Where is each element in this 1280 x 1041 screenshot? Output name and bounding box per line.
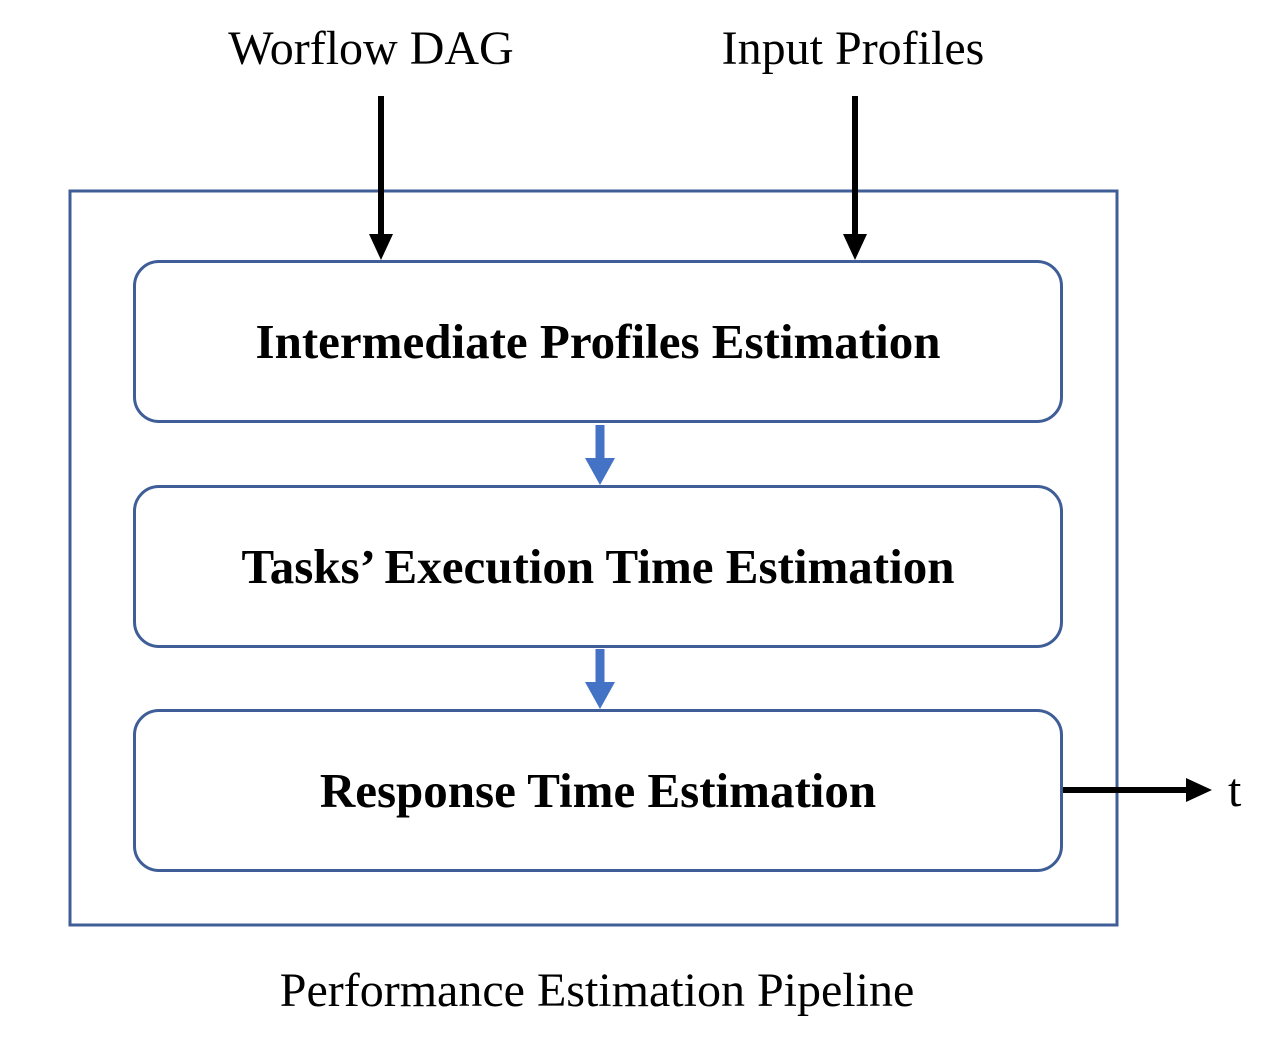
input-profiles-label: Input Profiles	[721, 22, 985, 75]
workflow-dag-label: Worflow DAG	[228, 22, 514, 75]
input-profiles-arrow	[843, 96, 867, 260]
output-arrow	[1063, 778, 1212, 802]
workflow-dag-arrow	[369, 96, 393, 260]
stage-arrow-1-to-2	[585, 425, 615, 485]
pipeline-container	[68, 189, 1119, 927]
stage-box-execution-time: Tasks’ Execution Time Estimation	[133, 485, 1063, 648]
stage-arrow-2-to-3	[585, 649, 615, 709]
stage-label: Response Time Estimation	[319, 763, 877, 818]
pipeline-caption: Performance Estimation Pipeline	[279, 964, 915, 1017]
stage-box-intermediate-profiles: Intermediate Profiles Estimation	[133, 260, 1063, 423]
stage-label: Intermediate Profiles Estimation	[255, 314, 941, 369]
stage-label: Tasks’ Execution Time Estimation	[241, 539, 955, 594]
stage-box-response-time: Response Time Estimation	[133, 709, 1063, 872]
output-label: t	[1228, 764, 1242, 817]
